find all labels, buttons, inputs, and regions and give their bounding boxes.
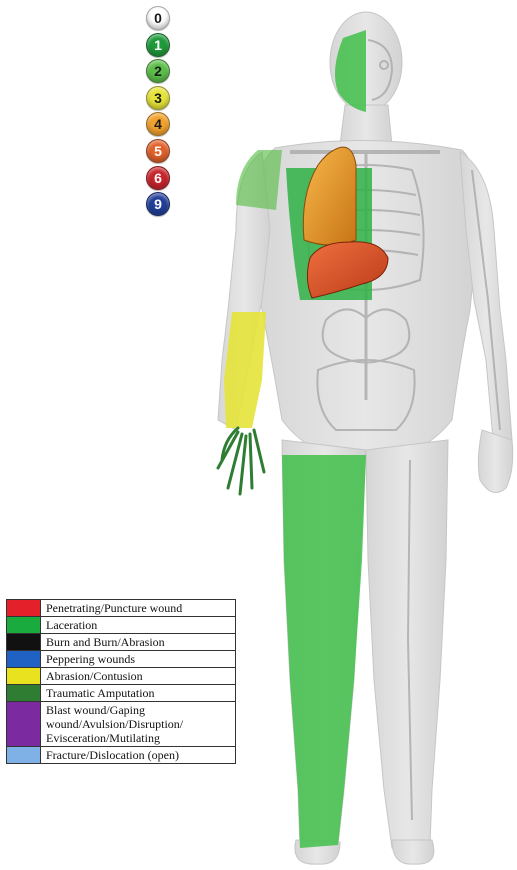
legend-label: Burn and Burn/Abrasion — [41, 634, 235, 650]
severity-level-4: 4 — [146, 112, 170, 136]
legend-swatch — [7, 685, 41, 701]
legend-label: Peppering wounds — [41, 651, 235, 667]
legend-swatch — [7, 634, 41, 650]
legend-item: Burn and Burn/Abrasion — [7, 634, 235, 651]
legend-swatch — [7, 651, 41, 667]
severity-level-5: 5 — [146, 139, 170, 163]
legend-swatch — [7, 747, 41, 763]
severity-level-6: 6 — [146, 166, 170, 190]
legend-item: Laceration — [7, 617, 235, 634]
legend-item: Peppering wounds — [7, 651, 235, 668]
leg-laceration — [282, 455, 366, 848]
legend-label: Abrasion/Contusion — [41, 668, 235, 684]
legend-label: Fracture/Dislocation (open) — [41, 747, 235, 763]
legend-item: Blast wound/Gaping wound/Avulsion/Disrup… — [7, 702, 235, 747]
severity-level-1: 1 — [146, 33, 170, 57]
legend-item: Penetrating/Puncture wound — [7, 600, 235, 617]
legend-item: Fracture/Dislocation (open) — [7, 747, 235, 763]
legend-swatch — [7, 702, 41, 746]
legend-swatch — [7, 617, 41, 633]
legend-label: Blast wound/Gaping wound/Avulsion/Disrup… — [41, 702, 235, 746]
shoulder-laceration — [236, 150, 282, 210]
body-silhouette — [218, 12, 513, 864]
legend-item: Abrasion/Contusion — [7, 668, 235, 685]
hand-amputation — [218, 428, 264, 494]
legend-label: Penetrating/Puncture wound — [41, 600, 235, 616]
legend-swatch — [7, 668, 41, 684]
severity-level-2: 2 — [146, 59, 170, 83]
severity-level-3: 3 — [146, 86, 170, 110]
legend-label: Traumatic Amputation — [41, 685, 235, 701]
severity-level-0: 0 — [146, 6, 170, 30]
legend-item: Traumatic Amputation — [7, 685, 235, 702]
forearm-abrasion — [224, 312, 266, 428]
legend-label: Laceration — [41, 617, 235, 633]
severity-level-9: 9 — [146, 192, 170, 216]
legend-swatch — [7, 600, 41, 616]
